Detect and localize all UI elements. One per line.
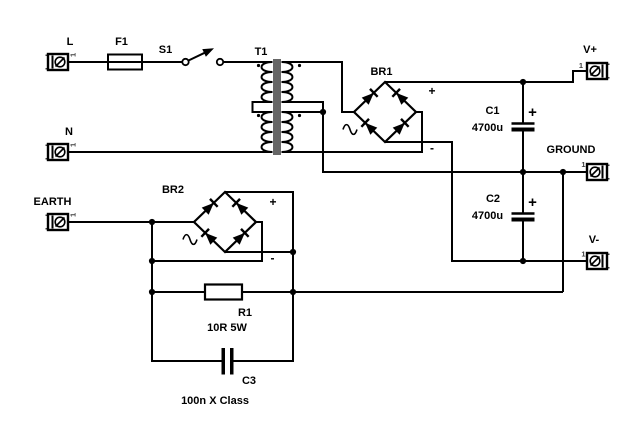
transformer-core <box>273 59 281 155</box>
cap1-ref-label: C1 <box>485 105 499 117</box>
bridge2-symbol <box>182 190 258 254</box>
cap3-ref-label: C3 <box>242 375 256 387</box>
terminal-l-pin: 1 <box>69 53 78 57</box>
labels: L F1 S1 T1 BR1 + - V+ C1 4700u + GROUND … <box>34 36 600 407</box>
terminal-earth-label: EARTH <box>34 196 72 208</box>
br1-diode-tl <box>361 88 379 105</box>
terminal-n-symbol <box>45 142 70 162</box>
junction-earth-wire <box>148 218 156 226</box>
terminal-vminus-symbol <box>585 251 610 271</box>
terminal-vplus-symbol <box>585 61 610 81</box>
bridge2-ref-label: BR2 <box>162 184 184 196</box>
cap2-polarity-label: + <box>528 194 537 211</box>
terminal-n-pin: 1 <box>69 143 78 147</box>
wire-center-tap-upper <box>281 101 324 112</box>
junction-r1-right <box>289 288 297 296</box>
wire-primary-series-jumper <box>251 101 273 113</box>
cap3-value-label: 100n X Class <box>181 395 249 407</box>
transformer-symbol <box>256 59 302 155</box>
switch-ref-label: S1 <box>159 44 172 56</box>
bridge1-ref-label: BR1 <box>370 66 392 78</box>
br1-diode-tr <box>391 88 409 105</box>
wires <box>67 61 587 362</box>
terminal-ground-label: GROUND <box>547 144 596 156</box>
primary-winding-1 <box>260 61 273 103</box>
wire-vplus-rail <box>385 70 587 83</box>
secondary-winding-1 <box>281 61 294 103</box>
junction-ground-earthlift <box>559 168 567 176</box>
pin-numbers: 1 1 1 1 1 1 <box>69 53 586 259</box>
terminal-ground-symbol <box>585 162 610 182</box>
br2-diode-tr <box>231 198 249 215</box>
cap2-ref-label: C2 <box>486 193 500 205</box>
br1-diode-br <box>392 118 410 135</box>
bridge1-plus-label: + <box>428 84 435 98</box>
junction-dots <box>148 78 567 296</box>
terminal-n-label: N <box>65 126 73 138</box>
bridge2-plus-label: + <box>269 195 276 209</box>
terminal-l-label: L <box>67 36 74 48</box>
wire-ground-rail <box>322 112 587 173</box>
terminal-ground-pin: 1 <box>581 160 585 169</box>
transformer-ref-label: T1 <box>255 46 268 58</box>
cap3-symbol <box>221 348 234 375</box>
br1-ac-sine-icon <box>342 123 358 136</box>
junction-c1-top <box>519 78 527 86</box>
br2-ac-sine-icon <box>182 233 198 246</box>
junction-c1-c2-ground <box>519 168 527 176</box>
bridge1-symbol <box>342 80 418 144</box>
cap2-value-label: 4700u <box>472 210 503 222</box>
fuse-ref-label: F1 <box>115 36 128 48</box>
junction-center-tap <box>319 108 327 116</box>
cap1-polarity-label: + <box>528 104 537 121</box>
terminal-vplus-label: V+ <box>583 44 597 56</box>
resistor1-symbol <box>203 283 244 301</box>
junction-earth-ac-loop <box>148 257 156 265</box>
resistor1-value-label: 10R 5W <box>207 322 247 334</box>
phase-dots <box>256 63 302 118</box>
terminal-vminus-label: V- <box>589 234 600 246</box>
br1-diode-bl <box>360 118 378 135</box>
switch-arrow-icon <box>202 48 214 57</box>
junction-c2-bottom <box>519 257 527 265</box>
resistor1-ref-label: R1 <box>238 307 252 319</box>
terminal-vminus-pin: 1 <box>581 250 585 259</box>
switch-symbol <box>181 48 225 67</box>
terminal-l-symbol <box>45 52 70 72</box>
br2-diode-tl <box>201 198 219 215</box>
wire-br2-plus-branch <box>225 191 294 362</box>
terminal-earth-pin: 1 <box>69 213 78 217</box>
wire-vminus-rail <box>385 141 587 262</box>
cap1-symbol <box>511 122 535 132</box>
wire-secondary-top-to-br1-ac1 <box>281 61 354 113</box>
bridge1-minus-label: - <box>430 141 434 155</box>
junction-r1-left <box>148 288 156 296</box>
br2-diode-br <box>232 228 250 245</box>
cap2-symbol <box>511 212 535 222</box>
bridge2-minus-label: - <box>271 251 275 265</box>
wire-secondary-bottom-to-br1-ac2 <box>281 111 423 153</box>
terminal-vplus-pin: 1 <box>579 61 583 70</box>
cap1-value-label: 4700u <box>472 122 503 134</box>
fuse-symbol <box>107 53 143 71</box>
br2-diode-bl <box>200 228 218 245</box>
primary-winding-2 <box>260 111 273 153</box>
wire-br2-ac2-loop <box>152 221 263 262</box>
wire-earth-branch <box>151 222 222 362</box>
terminal-earth-symbol <box>45 212 70 232</box>
secondary-winding-2 <box>281 111 294 153</box>
junction-br2-minus <box>289 248 297 256</box>
